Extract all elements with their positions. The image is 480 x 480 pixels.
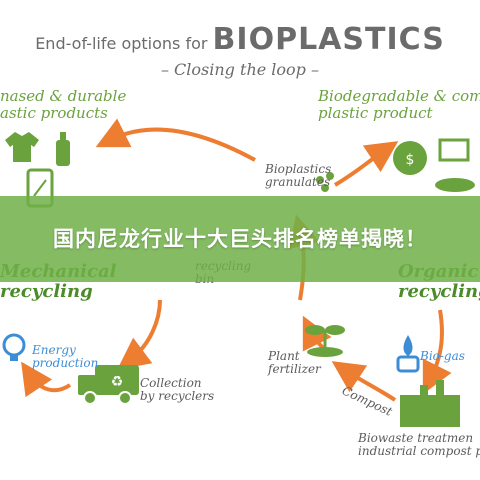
lightbulb-icon xyxy=(2,333,26,361)
package-icon xyxy=(438,138,470,162)
biowaste-label: Biowaste treatmen industrial compost pl xyxy=(358,431,480,459)
collection-label: Collection by recyclers xyxy=(140,376,215,404)
arrow-granulates-to-biodegradable xyxy=(333,141,399,187)
arrow-organic-to-biowaste xyxy=(422,309,452,395)
plant-fertilizer-label: Plant fertilizer xyxy=(268,349,321,377)
factory-icon xyxy=(400,380,460,427)
truck-icon: ♻ xyxy=(78,365,139,405)
svg-text:$: $ xyxy=(406,152,415,168)
tshirt-icon xyxy=(5,132,39,162)
energy-production-label: Energy production xyxy=(32,343,99,371)
headline-banner: 国内尼龙行业十大巨头排名榜单揭晓！ xyxy=(0,196,480,282)
arrow-bin-to-collection xyxy=(117,299,162,370)
biodegradable-products-label: Biodegradable & com plastic product xyxy=(318,87,480,122)
bag-icon: $ xyxy=(393,141,427,175)
arrow-biowaste-to-compost xyxy=(331,361,397,402)
page-title: End-of-life options for BIOPLASTICS xyxy=(0,22,480,57)
biogas-icon xyxy=(396,335,420,373)
granulates-label: Bioplastics granulates xyxy=(265,162,332,190)
granulates-icon xyxy=(316,172,334,192)
sprout-icon xyxy=(305,325,345,357)
title-main: BIOPLASTICS xyxy=(212,22,445,57)
title-prefix: End-of-life options for xyxy=(35,34,208,53)
biogas-label: Bio-gas xyxy=(420,349,465,363)
arrow-granulates-to-biobased xyxy=(95,118,256,162)
arrow-collection-to-energy xyxy=(21,361,72,398)
page-subtitle: – Closing the loop – xyxy=(160,60,320,79)
svg-text:♻: ♻ xyxy=(111,374,124,390)
headline-text: 国内尼龙行业十大巨头排名榜单揭晓！ xyxy=(53,226,427,251)
bottle-icon xyxy=(56,132,70,166)
biobased-products-label: nased & durable astic products xyxy=(0,87,127,122)
tray-icon xyxy=(435,178,475,192)
